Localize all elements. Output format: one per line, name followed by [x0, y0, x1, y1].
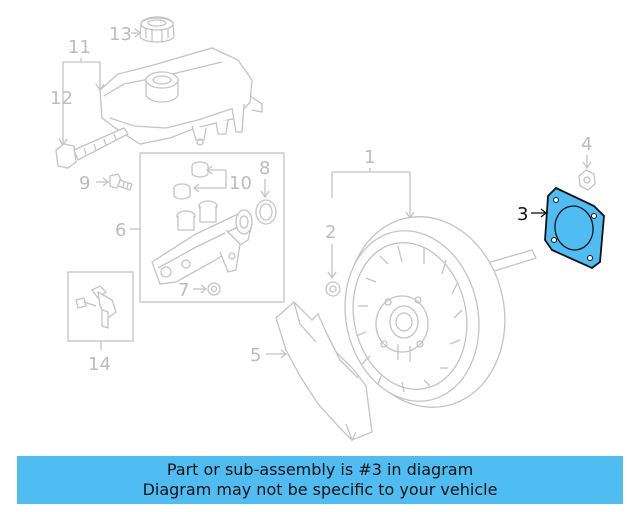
banner-part-note: Part or sub-assembly is #3 in diagram — [166, 460, 474, 479]
part-6-group-box — [139, 152, 285, 303]
callout-12: 12 — [50, 88, 73, 109]
callout-3: 3 — [517, 204, 528, 225]
part-3-gasket[interactable] — [544, 186, 605, 270]
part-5-heat-shield — [275, 301, 373, 442]
callout-6: 6 — [115, 220, 126, 241]
callout-5: 5 — [250, 345, 261, 366]
part-6-master-cylinder — [151, 200, 253, 285]
callout-8: 8 — [259, 158, 270, 179]
part-10-seals — [173, 161, 209, 200]
part-4-nut — [578, 169, 596, 191]
part-1-brake-booster — [344, 216, 537, 408]
callout-2: 2 — [325, 222, 336, 243]
callout-13: 13 — [109, 24, 132, 45]
callout-1: 1 — [364, 147, 375, 168]
part-2-grommet — [325, 281, 341, 297]
part-13-reservoir-cap — [139, 16, 175, 43]
parts-diagram: 13 11 12 9 6 — [50, 16, 605, 442]
part-8-o-ring — [255, 199, 277, 225]
part-9-bolt — [109, 173, 133, 191]
part-7-nut — [207, 282, 221, 296]
part-12-level-sensor — [55, 127, 129, 169]
callout-11: 11 — [68, 37, 91, 58]
callout-10: 10 — [229, 173, 252, 194]
part-14-sensor-clip — [75, 285, 117, 329]
callout-7: 7 — [178, 280, 189, 301]
banner-disclaimer: Diagram may not be specific to your vehi… — [142, 480, 498, 499]
callout-14: 14 — [88, 354, 111, 375]
callout-9: 9 — [79, 173, 90, 194]
callout-4: 4 — [581, 134, 592, 155]
info-banner: Part or sub-assembly is #3 in diagram Di… — [17, 456, 623, 504]
